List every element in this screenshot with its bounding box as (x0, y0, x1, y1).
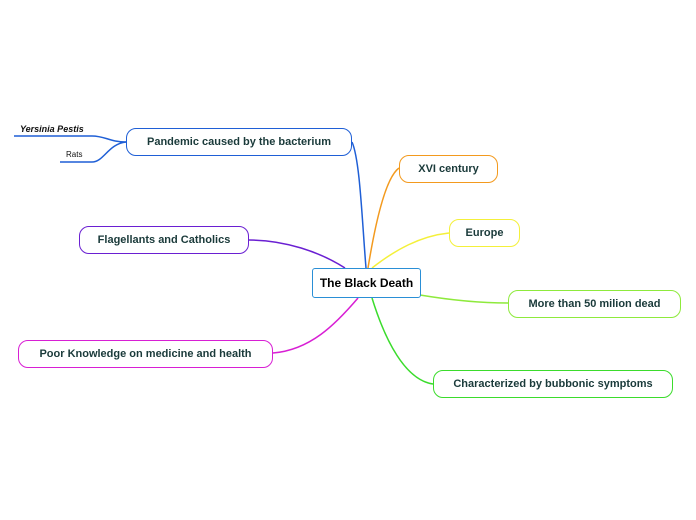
connector-europe (371, 232, 450, 269)
connector-bubbonic (371, 297, 434, 385)
branch-node-century[interactable]: XVI century (399, 155, 498, 183)
branch-node-dead[interactable]: More than 50 milion dead (508, 290, 681, 318)
connector-yersinia (14, 135, 127, 143)
branch-node-bubbonic[interactable]: Characterized by bubbonic symptoms (433, 370, 673, 398)
leaf-label-yersinia: Yersinia Pestis (20, 124, 84, 134)
connector-flagellants (248, 239, 346, 269)
leaf-label-rats: Rats (66, 150, 83, 159)
central-topic-node[interactable]: The Black Death (312, 268, 421, 298)
branch-node-pandemic[interactable]: Pandemic caused by the bacterium (126, 128, 352, 156)
leaf-yersinia-pestis[interactable]: Yersinia Pestis (20, 124, 84, 134)
branch-label-europe: Europe (465, 227, 504, 239)
branch-label-knowledge: Poor Knowledge on medicine and health (39, 348, 252, 360)
connector-rats (60, 141, 127, 163)
branch-node-knowledge[interactable]: Poor Knowledge on medicine and health (18, 340, 273, 368)
branch-label-pandemic: Pandemic caused by the bacterium (146, 136, 331, 148)
connector-century (367, 167, 400, 269)
branch-label-century: XVI century (418, 163, 479, 175)
connector-pandemic (351, 141, 367, 269)
branch-label-bubbonic: Characterized by bubbonic symptoms (453, 378, 653, 390)
branch-node-flagellants[interactable]: Flagellants and Catholics (79, 226, 249, 254)
branch-label-dead: More than 50 milion dead (528, 298, 661, 310)
connector-knowledge (272, 297, 359, 354)
central-topic-label: The Black Death (319, 276, 414, 290)
branch-label-flagellants: Flagellants and Catholics (97, 234, 231, 246)
connector-dead (419, 294, 509, 304)
leaf-rats[interactable]: Rats (66, 150, 82, 159)
branch-node-europe[interactable]: Europe (449, 219, 520, 247)
